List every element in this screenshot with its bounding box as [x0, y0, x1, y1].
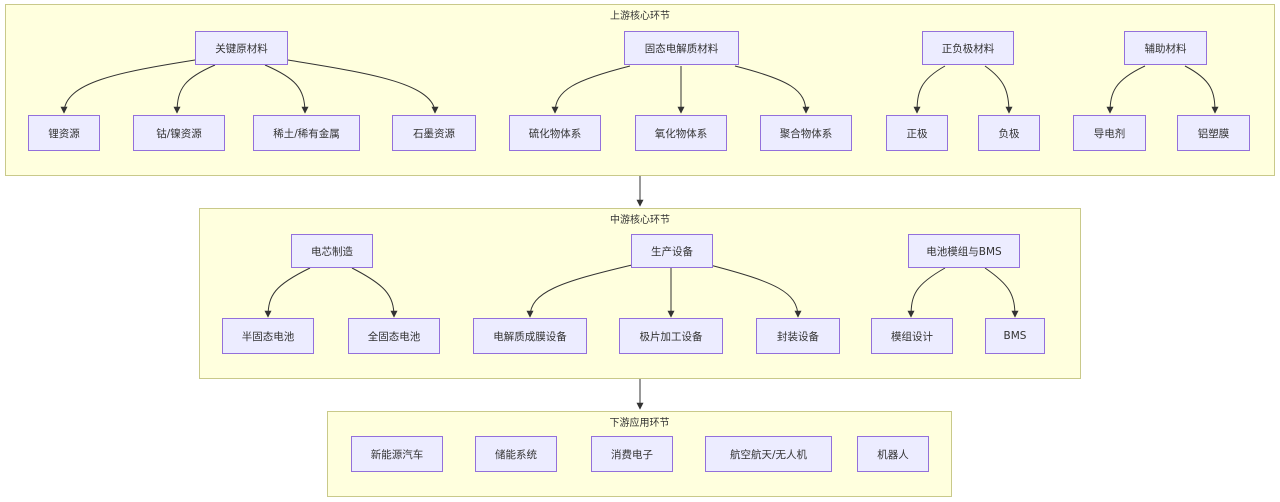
node-consumer-electronics[interactable]: 消费电子 [591, 436, 673, 472]
node-sulfide[interactable]: 硫化物体系 [509, 115, 601, 151]
node-production-equipment[interactable]: 生产设备 [631, 234, 713, 268]
upstream-title: 上游核心环节 [610, 11, 670, 22]
node-electrode-processing-equipment[interactable]: 极片加工设备 [619, 318, 723, 354]
node-packaging-equipment[interactable]: 封装设备 [756, 318, 840, 354]
node-bms[interactable]: BMS [985, 318, 1045, 354]
node-polymer[interactable]: 聚合物体系 [760, 115, 852, 151]
node-all-solid-battery[interactable]: 全固态电池 [348, 318, 440, 354]
node-cell-manufacturing[interactable]: 电芯制造 [291, 234, 373, 268]
node-rare-earth[interactable]: 稀土/稀有金属 [253, 115, 360, 151]
node-lithium[interactable]: 锂资源 [28, 115, 100, 151]
node-aerospace-drone[interactable]: 航空航天/无人机 [705, 436, 832, 472]
node-aluminum-plastic-film[interactable]: 铝塑膜 [1177, 115, 1250, 151]
node-new-energy-vehicle[interactable]: 新能源汽车 [351, 436, 443, 472]
node-robot[interactable]: 机器人 [857, 436, 929, 472]
node-anode[interactable]: 负极 [978, 115, 1040, 151]
downstream-title: 下游应用环节 [609, 418, 670, 429]
node-module-design[interactable]: 模组设计 [871, 318, 953, 354]
node-semi-solid-battery[interactable]: 半固态电池 [222, 318, 314, 354]
node-oxide[interactable]: 氧化物体系 [635, 115, 727, 151]
node-conductive-agent[interactable]: 导电剂 [1073, 115, 1146, 151]
node-solid-electrolyte-materials[interactable]: 固态电解质材料 [624, 31, 739, 65]
node-cathode[interactable]: 正极 [886, 115, 948, 151]
node-electrode-materials[interactable]: 正负极材料 [922, 31, 1014, 65]
node-energy-storage[interactable]: 储能系统 [475, 436, 557, 472]
midstream-title: 中游核心环节 [610, 215, 670, 226]
node-auxiliary-materials[interactable]: 辅助材料 [1124, 31, 1207, 65]
node-graphite[interactable]: 石墨资源 [392, 115, 476, 151]
node-cobalt-nickel[interactable]: 钴/镍资源 [133, 115, 225, 151]
node-module-bms[interactable]: 电池模组与BMS [908, 234, 1020, 268]
node-key-raw-materials[interactable]: 关键原材料 [195, 31, 288, 65]
node-electrolyte-film-equipment[interactable]: 电解质成膜设备 [473, 318, 587, 354]
